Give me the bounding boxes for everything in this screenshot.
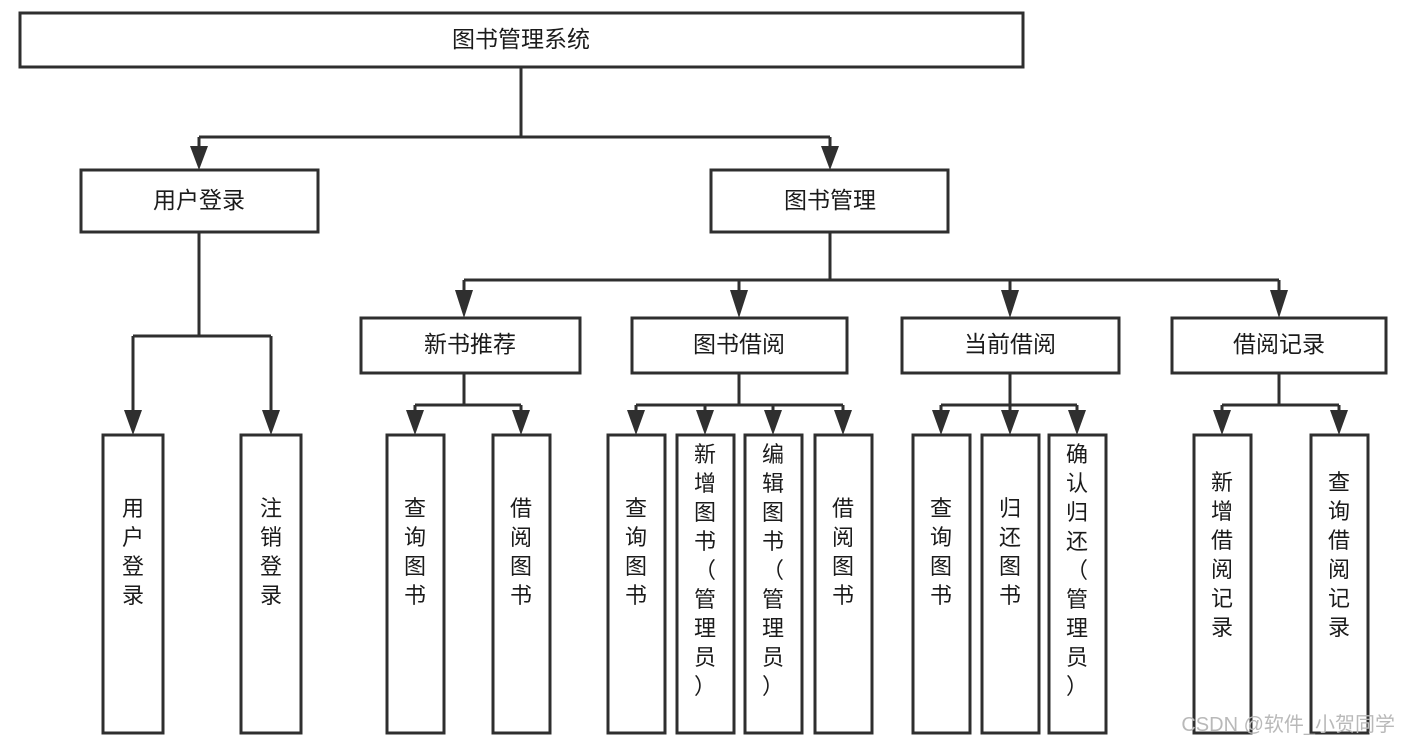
node-label-current-borrow: 当前借阅 — [964, 331, 1056, 357]
node-label-leaf-add-book: 新增图书（管理员） — [694, 442, 716, 699]
leaf-node-user-login[interactable]: 用户登录 — [101, 433, 165, 735]
arrow-head-leaf-confirm-return — [1068, 410, 1086, 435]
leaf-node-query-book-1[interactable]: 查询图书 — [385, 433, 446, 735]
connector-root-to-level2 — [190, 67, 839, 170]
node-label-new-book-recommend: 新书推荐 — [424, 331, 516, 357]
connector-new-book-recommend-to-leaves — [406, 373, 530, 435]
arrow-head-to-borrow-record — [1270, 290, 1288, 318]
connector-borrow-record-to-leaves — [1213, 373, 1348, 435]
node-box-leaf-query-book-3[interactable] — [911, 433, 972, 735]
leaf-node-borrow-book-2[interactable]: 借阅图书 — [813, 433, 874, 735]
node-box-borrow-record[interactable] — [1170, 316, 1388, 375]
leaf-node-borrow-book-1[interactable]: 借阅图书 — [491, 433, 552, 735]
node-label-leaf-user-login: 用户登录 — [122, 496, 144, 608]
node-label-book-management: 图书管理 — [784, 187, 876, 213]
node-box-leaf-confirm-return[interactable] — [1047, 433, 1108, 735]
node-label-leaf-borrow-book-2: 借阅图书 — [832, 496, 854, 608]
node-box-new-book-recommend[interactable] — [359, 316, 582, 375]
node-box-current-borrow[interactable] — [900, 316, 1121, 375]
leaf-node-return-book[interactable]: 归还图书 — [980, 433, 1041, 735]
leaf-node-logout[interactable]: 注销登录 — [239, 433, 303, 735]
node-label-leaf-edit-book: 编辑图书（管理员） — [762, 442, 784, 699]
node-root-book-management-system[interactable]: 图书管理系统 — [18, 11, 1025, 69]
node-box-book-borrow[interactable] — [630, 316, 849, 375]
arrow-head-leaf-add-book — [696, 410, 714, 435]
node-label-leaf-query-book-2: 查询图书 — [625, 496, 647, 608]
node-label-leaf-query-book-3: 查询图书 — [930, 496, 952, 608]
node-box-leaf-query-book-2[interactable] — [606, 433, 667, 735]
arrow-head-leaf-return-book — [1001, 410, 1019, 435]
node-box-leaf-query-record[interactable] — [1309, 433, 1370, 735]
node-label-leaf-return-book: 归还图书 — [999, 496, 1021, 608]
connector-current-borrow-to-leaves — [932, 373, 1086, 435]
node-current-borrow[interactable]: 当前借阅 — [900, 316, 1121, 375]
node-book-borrow[interactable]: 图书借阅 — [630, 316, 849, 375]
node-box-leaf-borrow-book-2[interactable] — [813, 433, 874, 735]
arrow-head-leaf-query-book-3 — [932, 410, 950, 435]
arrow-head-to-book-management — [821, 146, 839, 170]
node-box-book-management[interactable] — [709, 168, 950, 234]
node-label-root: 图书管理系统 — [452, 26, 590, 52]
node-label-leaf-query-record: 查询借阅记录 — [1328, 470, 1350, 640]
node-box-root[interactable] — [18, 11, 1025, 69]
node-box-user-login[interactable] — [79, 168, 320, 234]
node-new-book-recommend[interactable]: 新书推荐 — [359, 316, 582, 375]
connector-book-management-to-level3 — [455, 232, 1288, 318]
node-box-leaf-return-book[interactable] — [980, 433, 1041, 735]
arrow-head-to-book-borrow — [730, 290, 748, 318]
leaf-node-query-book-2[interactable]: 查询图书 — [606, 433, 667, 735]
arrow-head-leaf-query-book-1 — [406, 410, 424, 435]
node-label-leaf-borrow-book-1: 借阅图书 — [510, 496, 532, 608]
arrow-head-leaf-query-book-2 — [627, 410, 645, 435]
node-label-book-borrow: 图书借阅 — [693, 331, 785, 357]
arrow-head-leaf-logout — [262, 410, 280, 435]
leaf-node-query-record[interactable]: 查询借阅记录 — [1309, 433, 1370, 735]
arrow-head-to-user-login — [190, 146, 208, 170]
node-book-management[interactable]: 图书管理 — [709, 168, 950, 234]
connector-book-borrow-to-leaves — [627, 373, 852, 435]
arrow-head-leaf-query-record — [1330, 410, 1348, 435]
node-label-user-login: 用户登录 — [153, 187, 245, 213]
leaf-node-query-book-3[interactable]: 查询图书 — [911, 433, 972, 735]
node-box-leaf-user-login[interactable] — [101, 433, 165, 735]
leaf-node-add-book[interactable]: 新增图书（管理员） — [675, 433, 736, 735]
node-box-leaf-add-book[interactable] — [675, 433, 736, 735]
arrow-head-leaf-borrow-book-2 — [834, 410, 852, 435]
arrow-head-leaf-add-record — [1213, 410, 1231, 435]
connectors-layer — [124, 67, 1348, 435]
node-label-leaf-logout: 注销登录 — [260, 496, 282, 608]
arrow-head-to-current-borrow — [1001, 290, 1019, 318]
node-box-leaf-add-record[interactable] — [1192, 433, 1253, 735]
node-label-borrow-record: 借阅记录 — [1233, 331, 1325, 357]
node-label-leaf-confirm-return: 确认归还（管理员） — [1066, 442, 1088, 699]
node-box-leaf-query-book-1[interactable] — [385, 433, 446, 735]
leaf-node-confirm-return[interactable]: 确认归还（管理员） — [1047, 433, 1108, 735]
leaf-node-edit-book[interactable]: 编辑图书（管理员） — [743, 433, 804, 735]
node-box-leaf-borrow-book-1[interactable] — [491, 433, 552, 735]
node-label-leaf-add-record: 新增借阅记录 — [1211, 470, 1233, 640]
node-user-login[interactable]: 用户登录 — [79, 168, 320, 234]
node-box-leaf-logout[interactable] — [239, 433, 303, 735]
connector-user-login-to-leaves — [124, 232, 280, 435]
node-box-leaf-edit-book[interactable] — [743, 433, 804, 735]
arrow-head-leaf-borrow-book-1 — [512, 410, 530, 435]
arrow-head-to-new-book-recommend — [455, 290, 473, 318]
arrow-head-leaf-user-login — [124, 410, 142, 435]
node-label-leaf-query-book-1: 查询图书 — [404, 496, 426, 608]
leaf-node-add-record[interactable]: 新增借阅记录 — [1192, 433, 1253, 735]
node-borrow-record[interactable]: 借阅记录 — [1170, 316, 1388, 375]
csdn-watermark: CSDN @软件_小贺同学 — [1181, 713, 1395, 736]
arrow-head-leaf-edit-book — [764, 410, 782, 435]
